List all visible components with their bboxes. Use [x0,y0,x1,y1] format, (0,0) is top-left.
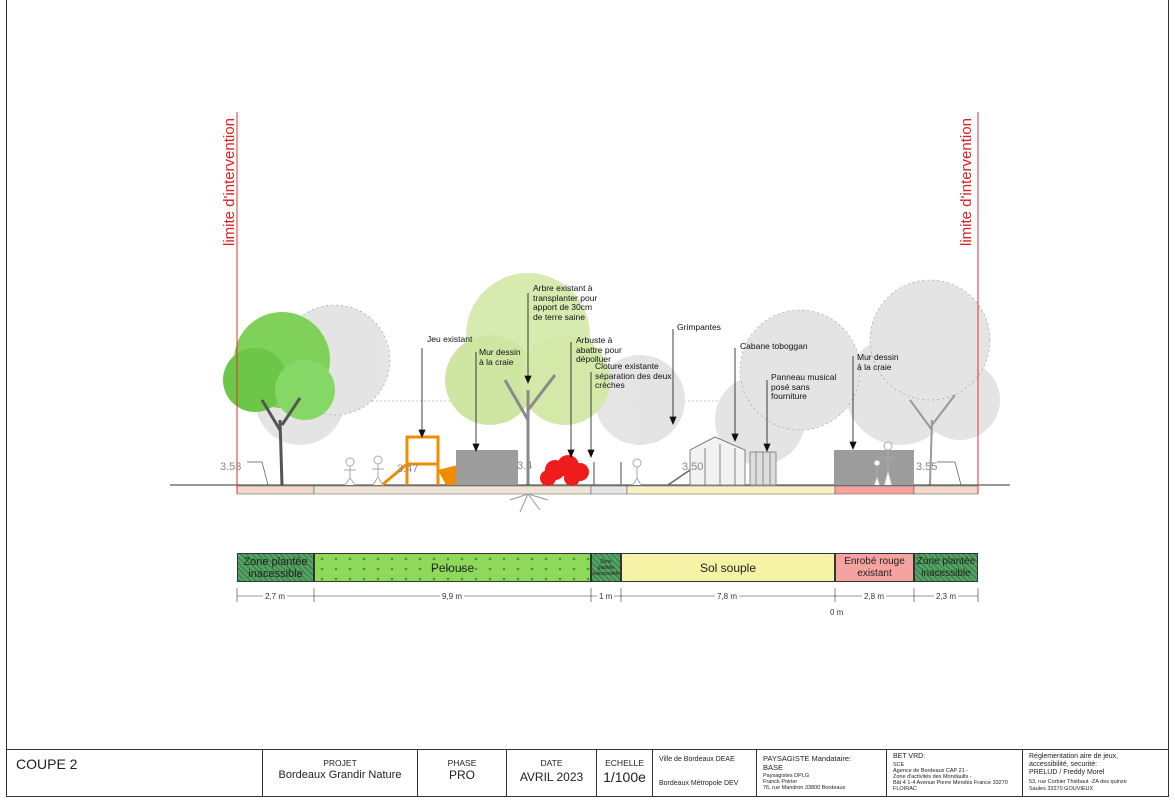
zone-planted-right: Zone plantée inacessible [914,553,978,582]
ground-strip-1 [236,485,315,495]
annotation-cloture: Cloture existante séparation des deux cr… [595,361,672,390]
annotation-grimpantes: Grimpantes [677,322,721,332]
zone-label: Enrobé rouge existant [844,555,905,579]
annotation-arbre: Arbre existant à transplanter pour appor… [533,283,598,322]
chalk-wall-2 [834,450,914,485]
phase-cell: PHASE PRO [417,750,506,797]
dimension-label: 2,3 m [934,592,959,601]
regulation-cell: Réglementation aire de jeux, accessibili… [1022,750,1169,797]
date-cell: DATE AVRIL 2023 [506,750,596,797]
annotation-panneau: Panneau musical posé sans fourniture [771,372,837,401]
bet-detail: FLOIRAC [893,786,917,792]
red-shrub [540,455,589,486]
zone-soft-floor: Sol souple [621,553,835,582]
dimension-label: 1 m [597,592,615,601]
play-structure [381,435,440,487]
ground-strip-6 [913,485,979,495]
drawing-sheet [6,0,1169,797]
landscape-detail: 76, rue Mandron 33800 Bordeaux [763,785,846,791]
zone-lawn: Pelouse [314,553,591,582]
bet-title: BET VRD: [893,753,926,760]
annotation-jeu-existant: Jeu existant [427,334,473,344]
level-play: 3.47 [397,463,419,475]
zone-label: Sol souple [699,560,757,575]
zero-mark: 0 m [828,608,846,617]
landscape-detail: Paysagistes DPLG [763,773,810,779]
project-value: Bordeaux Grandir Nature [278,769,402,781]
zone-label: Zone plantée inaccessible [592,558,620,577]
zone-planted-middle: Zone plantée inaccessible [591,553,621,582]
scale-value: 1/100e [603,769,646,785]
level-right: 3.55 [916,461,938,473]
limit-label-right: limite d'intervention [958,118,975,246]
level-soft: 3.50 [682,461,704,473]
existing-fence [593,462,622,485]
background-trees-outline [279,279,991,431]
landscape-title: PAYSAGISTE Mandataire: [763,754,852,763]
people-silhouettes [344,441,894,486]
zone-red-asphalt: Enrobé rouge existant [835,553,914,582]
big-tree [445,273,610,485]
drawing-title: COUPE 2 [16,756,78,772]
bet-name: SCE [893,762,905,768]
landscape-name: BASE [763,763,784,772]
landscape-detail: Franck Poirier [763,779,798,785]
project-label: PROJET [323,758,357,768]
ground-strip-5 [834,485,915,495]
date-value: AVRIL 2023 [519,770,584,784]
dimension-label: 9,9 m [440,592,465,601]
dimension-label: 2,7 m [263,592,288,601]
limit-label-left: limite d'intervention [221,118,238,246]
ground-strip-3 [590,485,628,495]
phase-label: PHASE [447,758,477,768]
right-tree-trunk [909,394,956,486]
phase-value: PRO [448,768,475,782]
zone-planted-left: Zone plantée inacessible [237,553,314,582]
landscape-architect-cell: PAYSAGISTE Mandataire: BASE Paysagistes … [756,750,886,797]
level-left: 3.53 [220,461,242,473]
level-center: 3.4 [517,460,533,472]
cabin-slide [667,436,746,486]
date-label: DATE [540,758,563,768]
level-ticks [247,461,962,486]
regulation-line: PRELUD / Freddy Morel [1029,769,1105,776]
client-2: Bordeaux Métropole DEV [659,780,739,787]
regulation-line: Réglementation aire de jeux, [1029,753,1119,760]
client-cell: Ville de Bordeaux DEAE Bordeaux Métropol… [652,750,756,797]
zone-label: Pelouse [430,560,475,575]
project-cell: PROJET Bordeaux Grandir Nature [262,750,417,797]
regulation-line: Saules 33270 GOUVIEUX [1029,786,1094,792]
dimension-label: 2,8 m [862,592,887,601]
regulation-line: accessibilité, securité: [1029,761,1098,768]
tree-roots [509,493,549,513]
annotation-arbuste: Arbuste à abattre pour dépolluer [576,335,622,364]
annotation-leaders [418,293,857,459]
ground-strip-2 [313,485,592,495]
background-trees [255,280,1000,465]
bet-detail: Agence de Bordeaux CAP 21 - [893,768,969,774]
regulation-line: 53, rue Corbier Thiébaut -ZA des quinze [1029,779,1127,785]
title-block: COUPE 2 PROJET Bordeaux Grandir Nature P… [6,749,1169,797]
bet-detail: Zone d'activités des Mondaults - [893,774,972,780]
zone-label: Zone plantée inacessible [243,555,308,580]
annotation-cabane: Cabane toboggan [740,341,808,351]
musical-panel [749,451,777,486]
zone-label: Zone plantée inacessible [916,555,976,579]
bet-detail: Bât 4 1-4 Avenue Pierre Mendès France 33… [893,780,1008,786]
ground-strip-4 [626,485,836,495]
annotation-mur-dessin-2: Mur dessin à la craie [857,352,899,372]
chalk-wall-1 [456,450,518,485]
annotation-mur-dessin-1: Mur dessin à la craie [479,347,521,367]
left-green-tree [223,312,335,486]
dimension-label: 7,8 m [715,592,740,601]
scale-label: ECHELLE [605,758,644,768]
client-1: Ville de Bordeaux DEAE [659,756,735,763]
engineering-cell: BET VRD: SCE Agence de Bordeaux CAP 21 -… [886,750,1022,797]
scale-cell: ECHELLE 1/100e [596,750,652,797]
